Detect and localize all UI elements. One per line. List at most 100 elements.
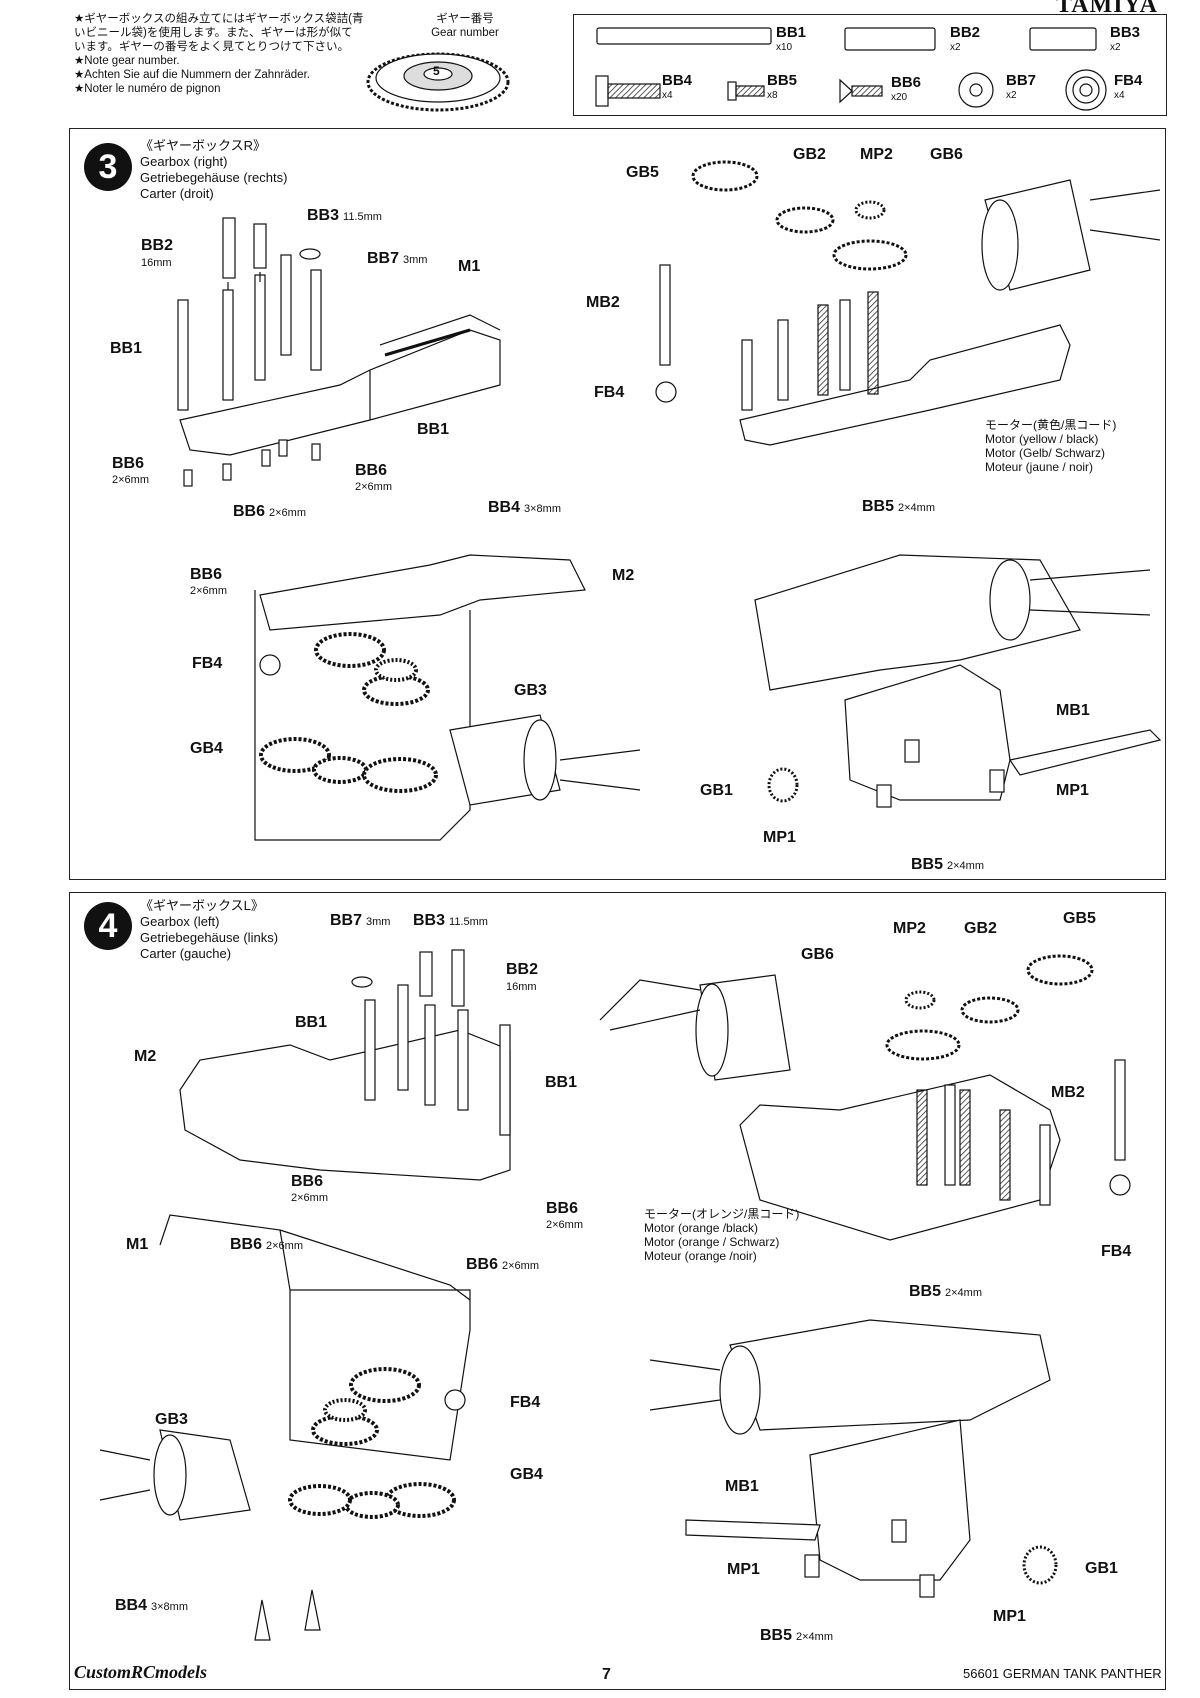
s3-mp1-label-left: MP1 [763,829,796,846]
s4-bb6-label-a: BB6 [291,1173,324,1190]
s4-m1-label: M1 [126,1236,149,1253]
s4-mp1-label-left: MP1 [727,1561,760,1578]
s4-gb2-label: GB2 [964,920,997,937]
s4-gb4-label: GB4 [510,1466,543,1483]
step3-number: 3 [84,143,132,191]
note-en: ★Note gear number. [74,55,180,67]
gear-number-caption: ギヤー番号 Gear number [420,12,510,40]
s4-bb6-label-b: BB6 [546,1200,579,1217]
s4-gb1-label: GB1 [1085,1560,1118,1577]
s3-bb6-label-a: BB6 [112,455,145,472]
s3-mp2-label: MP2 [860,146,893,163]
note-fr: ★Noter le numéro de pignon [74,83,221,95]
s3-gb5-label: GB5 [626,164,659,181]
footer-brand: CustomRCmodels [74,1662,208,1682]
step4-panel [69,892,1166,1690]
s4-gb6-label: GB6 [801,946,834,963]
s3-bb2-size: 16mm [141,257,172,269]
s3-motor-caption: モーター(黄色/黒コード) Motor (yellow / black) Mot… [985,418,1117,474]
s3-bb1-label-left: BB1 [110,340,143,357]
step3-title: 《ギヤーボックスR》 Gearbox (right) Getriebegehäu… [140,138,288,201]
gear-number-digit: 5 [433,64,440,78]
s3-bb6-size-c: 2×6mm [355,481,392,493]
s3-gb2-label: GB2 [793,146,826,163]
s4-bb2-size: 16mm [506,981,537,993]
s4-gb3-label: GB3 [155,1411,188,1428]
s4-bb1-label-a: BB1 [295,1014,328,1031]
s3-bb6-label-c: BB6 [355,462,388,479]
step3-panel [69,128,1166,880]
s3-mb1-label: MB1 [1056,702,1090,719]
assembly-note: ★ギヤーボックスの組み立てにはギヤーボックス袋詰(青いビニール袋)を使用します。… [74,12,364,96]
brand-logo: TAMIYA [1056,0,1159,18]
s4-mp2-label: MP2 [893,920,926,937]
s3-bb2-label: BB2 [141,237,174,254]
step3-gearbox-right [655,160,1161,446]
footer-model: 56601 GERMAN TANK PANTHER [963,1666,1162,1681]
step4-number: 4 [84,902,132,950]
parts-icons [595,27,1107,111]
step4-gearbox-mb1 [649,1319,1058,1598]
s4-fb4-label-b: FB4 [1101,1243,1132,1260]
s4-m2-label: M2 [134,1048,157,1065]
step3-plate-m1 [177,217,501,456]
step3-gearbox-mb1 [754,554,1162,808]
s4-bb6-size-b: 2×6mm [546,1219,583,1231]
s4-bb6-size-a: 2×6mm [291,1192,328,1204]
s4-gb5-label: GB5 [1063,910,1096,927]
s3-m1-label: M1 [458,258,481,275]
s3-bb6-label-d: BB6 [190,566,223,583]
s3-bb1-label-right: BB1 [417,421,450,438]
s3-gb3-label: GB3 [514,682,547,699]
s3-bb6-size-d: 2×6mm [190,585,227,597]
gear-number-jp: ギヤー番号 [436,13,494,25]
step4-gearbox-m1 [99,1214,471,1641]
s4-motor-caption: モーター(オレンジ/黒コード) Motor (orange /black) Mo… [644,1207,800,1263]
s3-fb4-label-b: FB4 [594,384,625,401]
s3-mp1-label-right: MP1 [1056,782,1089,799]
s3-gb4-label: GB4 [190,740,223,757]
s4-bb2-label: BB2 [506,961,539,978]
step3-screws-bb6 [183,439,321,487]
step4-title: 《ギヤーボックスL》 Gearbox (left) Getriebegehäus… [140,898,279,961]
s4-bb1-label-b: BB1 [545,1074,578,1091]
s3-m2-label: M2 [612,567,635,584]
parts-box [573,14,1167,116]
note-jp: ★ギヤーボックスの組み立てにはギヤーボックス袋詰(青いビニール袋)を使用します。… [74,13,364,53]
s4-mb1-label: MB1 [725,1478,759,1495]
s3-bb6-size-a: 2×6mm [112,474,149,486]
step3-gearbox-m2 [254,554,641,841]
s4-fb4-label-a: FB4 [510,1394,541,1411]
s4-mp1-label-right: MP1 [993,1608,1026,1625]
s3-fb4-label-a: FB4 [192,655,223,672]
gear-number-en: Gear number [431,27,499,39]
note-de: ★Achten Sie auf die Nummern der Zahnräde… [74,69,310,81]
s3-mb2-label: MB2 [586,294,620,311]
page-number: 7 [602,1666,611,1683]
s4-mb2-label: MB2 [1051,1084,1085,1101]
gear-number-icon [366,52,510,112]
s3-gb1-label: GB1 [700,782,733,799]
step4-gearbox-right [599,954,1131,1241]
